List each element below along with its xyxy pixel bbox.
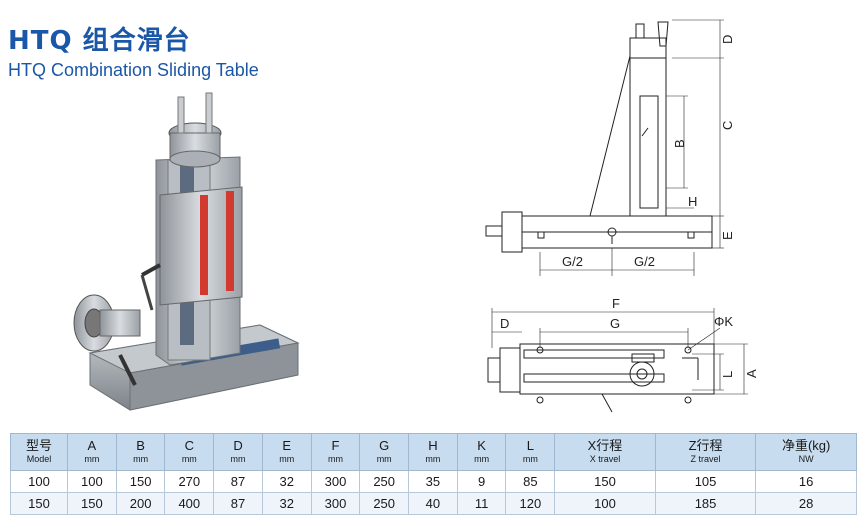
- table-cell: 32: [261, 492, 312, 515]
- table-cell: 100: [67, 470, 117, 493]
- column-header-unit: mm: [425, 454, 441, 464]
- column-header-unit: mm: [327, 454, 343, 464]
- column-header-label: E: [282, 438, 292, 453]
- table-cell: 9: [456, 470, 507, 493]
- column-header-label: A: [87, 438, 97, 453]
- column-header-unit: mm: [230, 454, 246, 464]
- column-header-unit: mm: [522, 454, 538, 464]
- column-header-unit: mm: [133, 454, 149, 464]
- table-cell: 200: [115, 492, 166, 515]
- column-header-unit: mm: [181, 454, 197, 464]
- dim-G: G: [610, 316, 620, 331]
- table-cell: 35: [408, 470, 458, 493]
- table-cell: 28: [755, 492, 857, 515]
- column-header-label: Z行程: [688, 438, 723, 453]
- column-header-unit: mm: [279, 454, 295, 464]
- dim-F: F: [612, 296, 620, 311]
- page-title-cn: HTQ 组合滑台: [8, 26, 191, 56]
- column-header-label: C: [184, 438, 194, 453]
- column-header-unit: mm: [84, 454, 100, 464]
- column-header-label: F: [331, 438, 340, 453]
- table-cell: 150: [67, 492, 117, 515]
- table-cell: 270: [164, 470, 215, 493]
- table-cell: 100: [9, 470, 69, 493]
- table-cell: 150: [9, 492, 69, 515]
- column-header-label: 净重(kg): [781, 438, 831, 453]
- column-header-label: B: [136, 438, 145, 453]
- column-header-unit: Z travel: [690, 454, 721, 464]
- dim-C: C: [720, 121, 735, 130]
- table-cell: 87: [213, 470, 263, 493]
- side-elevation: [485, 19, 724, 276]
- column-header-unit: Model: [26, 454, 52, 464]
- table-cell: 150: [115, 470, 166, 493]
- column-header-label: 型号: [26, 438, 53, 453]
- column-header-label: H: [428, 438, 438, 453]
- table-cell: 300: [310, 470, 361, 493]
- table-cell: 400: [164, 492, 215, 515]
- dim-G2-right: G/2: [634, 254, 655, 269]
- table-cell: 11: [456, 492, 507, 515]
- table-cell: 32: [261, 470, 312, 493]
- column-header-unit: mm: [474, 454, 490, 464]
- dim-phiK: ΦK: [714, 314, 733, 329]
- column-header-unit: mm: [376, 454, 392, 464]
- column-header-unit: X travel: [589, 454, 621, 464]
- dim-B: B: [672, 139, 687, 148]
- table-cell: 40: [408, 492, 458, 515]
- dim-G2-left: G/2: [562, 254, 583, 269]
- column-header-label: D: [233, 438, 243, 453]
- table-cell: 150: [554, 470, 656, 493]
- column-header-label: K: [477, 438, 486, 453]
- table-cell: 120: [505, 492, 556, 515]
- page-title-en: HTQ Combination Sliding Table: [8, 60, 259, 80]
- dim-E: E: [720, 231, 735, 240]
- dim-A: A: [744, 369, 759, 378]
- table-cell: 100: [554, 492, 656, 515]
- column-header-label: X行程: [587, 438, 623, 453]
- table-cell: 250: [359, 470, 410, 493]
- table-cell: 105: [654, 470, 757, 493]
- column-header-unit: NW: [798, 454, 814, 464]
- table-cell: 16: [755, 470, 857, 493]
- table-cell: 85: [505, 470, 556, 493]
- dim-L: L: [720, 371, 735, 378]
- table-cell: 300: [310, 492, 361, 515]
- column-header-label: G: [379, 438, 390, 453]
- product-photo: [73, 92, 300, 411]
- dim-D-top: D: [720, 35, 735, 44]
- dim-H: H: [688, 194, 697, 209]
- column-header: 净重(kg)NW: [755, 433, 857, 471]
- table-cell: 250: [359, 492, 410, 515]
- table-cell: 87: [213, 492, 263, 515]
- column-header-label: L: [526, 438, 534, 453]
- plan-view: [487, 308, 748, 413]
- dim-D-plan: D: [500, 316, 509, 331]
- technical-drawing: D C B H E G/2 G/2 F D G ΦK L A: [485, 19, 759, 413]
- table-cell: 185: [654, 492, 757, 515]
